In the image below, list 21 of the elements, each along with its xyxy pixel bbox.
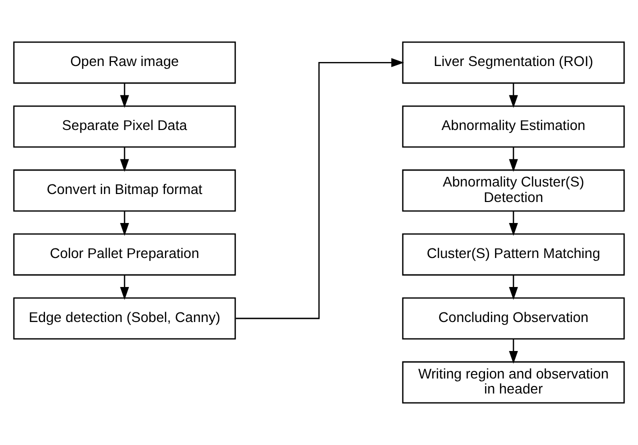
node-box: Concluding Observation	[402, 297, 625, 340]
node-box: Cluster(S) Pattern Matching	[402, 233, 625, 276]
node-box: Convert in Bitmap format	[13, 169, 236, 212]
arrow	[508, 211, 518, 236]
arrow	[120, 147, 130, 172]
arrow	[508, 339, 518, 364]
node-box: Separate Pixel Data	[13, 105, 236, 148]
node-box: Color Pallet Preparation	[13, 233, 236, 276]
arrow	[508, 83, 518, 108]
node-box: Open Raw image	[13, 41, 236, 84]
arrow	[120, 211, 130, 236]
arrow	[236, 58, 404, 320]
arrow	[120, 275, 130, 300]
node-box: Abnormality Estimation	[402, 105, 625, 148]
node-box: Edge detection (Sobel, Canny)	[13, 297, 236, 340]
arrow	[508, 275, 518, 300]
node-box: Liver Segmentation (ROI)	[402, 41, 625, 84]
node-box: Writing region and observation in header	[402, 361, 625, 404]
arrow	[120, 83, 130, 108]
arrow	[508, 147, 518, 172]
node-box: Abnormality Cluster(S) Detection	[402, 169, 625, 212]
